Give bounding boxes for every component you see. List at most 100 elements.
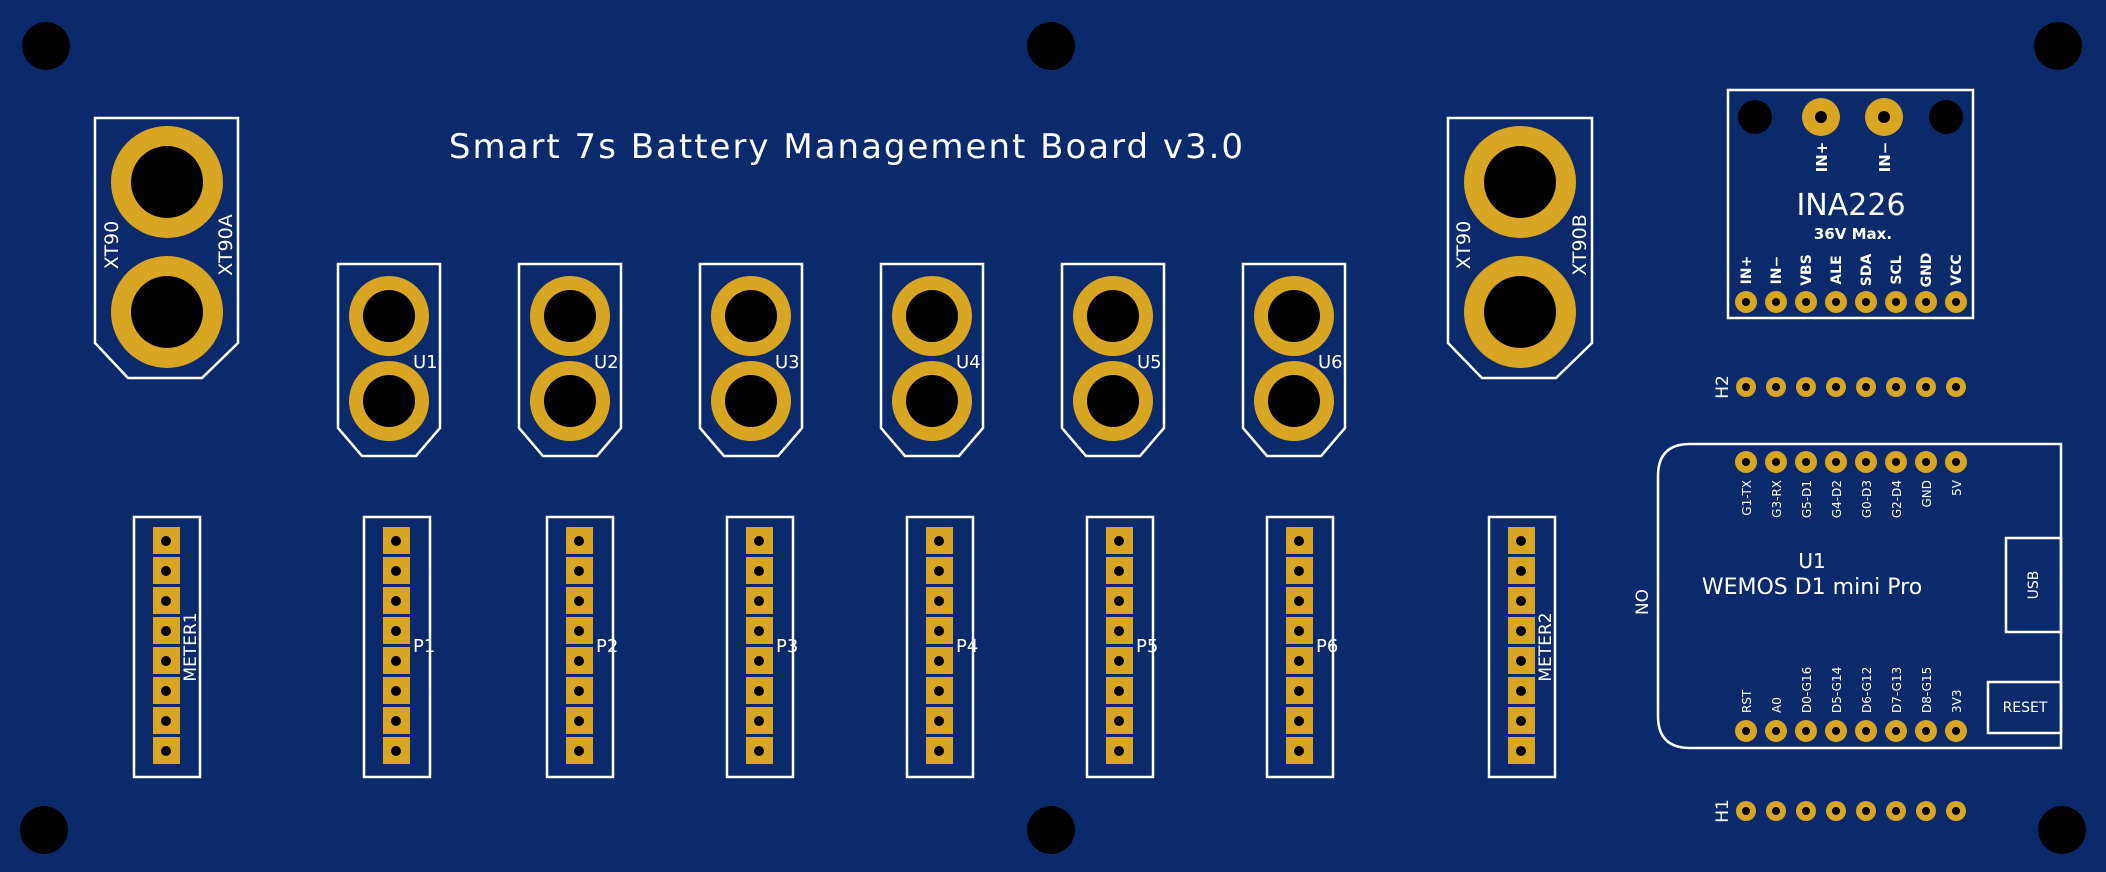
pin-header: P5 [1085,515,1158,779]
wemos-top-pin-label: G5-D1 [1800,480,1814,518]
header-pin-hole [574,596,584,606]
header-pin-hole [1516,596,1526,606]
header-pin-separator [1106,554,1133,557]
xt90a-ref: XT90A [215,214,237,275]
header-pin-hole [391,686,401,696]
cell-connector: U4 [879,262,985,458]
wemos-bottom-pin-label: A0 [1770,697,1784,713]
header-pin-separator [153,704,180,707]
header-pin-hole [1294,686,1304,696]
cell-hole [1268,375,1320,427]
pin-hole [1802,807,1810,815]
header-pin-hole [574,536,584,546]
header-pin-hole [1114,656,1124,666]
header-pin-separator [566,584,593,587]
pin-hole [1802,383,1810,391]
header-pin-separator [926,734,953,737]
pin-hole [1832,727,1840,735]
header-pin-hole [1294,596,1304,606]
header-pin-separator [1106,614,1133,617]
wemos-top-pin-label: G4-D2 [1830,480,1844,518]
header-pin-separator [746,614,773,617]
header-pin-hole [1114,686,1124,696]
header-pin-separator [1106,704,1133,707]
header-pin-hole [1114,626,1124,636]
wemos-bottom-pin-label: D5-G14 [1830,667,1844,713]
header-outline [1265,515,1335,779]
pin-hole [1772,807,1780,815]
header-pin-separator [746,584,773,587]
wemos-name: WEMOS D1 mini Pro [1702,575,1922,600]
cell-ref: U2 [594,352,619,373]
header-pin-hole [161,686,171,696]
header-pin-hole [161,536,171,546]
xt90a-hole-top [131,146,203,218]
wemos-bottom-pin-label: D8-G15 [1920,667,1934,713]
pin-hole [1892,298,1900,306]
header-outline [1487,515,1557,779]
wemos-usb-label: USB [2026,571,2042,600]
cell-outline [336,262,442,458]
header-pin-separator [1508,734,1535,737]
pin-header: P6 [1265,515,1338,779]
wemos-outline [1656,442,2063,750]
pin-hole [1742,727,1750,735]
wemos-bottom-pin-label: D0-G16 [1800,667,1814,713]
ina226-pin-label: SDA [1859,254,1875,287]
ina226-pin-label: GND [1919,253,1935,288]
header-pin-separator [1508,674,1535,677]
header-pin-separator [926,704,953,707]
header-pin-separator [1508,644,1535,647]
header-pin-hole [754,536,764,546]
ina226-rating: 36V Max. [1814,225,1892,243]
xt90a-outline [93,116,240,380]
pin-hole [1952,298,1960,306]
wemos-top-pin-label: G0-D3 [1860,480,1874,518]
ina226-name: INA226 [1796,188,1905,223]
header-pin-hole [1516,746,1526,756]
board-title: Smart 7s Battery Management Board v3.0 [449,127,1245,167]
ina226-in-plus-hole [1815,111,1827,123]
ina226-pin-label: ALE [1829,255,1845,284]
header-pin-separator [1106,584,1133,587]
pin-hole [1742,807,1750,815]
pin-hole [1832,383,1840,391]
header-pin-hole [574,686,584,696]
header-pin-hole [934,596,944,606]
wemos-side-label: NO [1633,589,1653,615]
header-pin-hole [1114,596,1124,606]
pin-hole [1892,727,1900,735]
ina226-pin-label: VBS [1799,254,1815,286]
pin-hole [1742,383,1750,391]
header-pin-hole [1516,686,1526,696]
cell-hole [363,290,415,342]
cell-outline [517,262,623,458]
header-pin-separator [566,674,593,677]
cell-hole [725,290,777,342]
header-pin-separator [1508,704,1535,707]
pin-hole [1832,807,1840,815]
header-pin-separator [383,644,410,647]
xt90b-name: XT90 [1453,221,1475,269]
ina226-mount-hole-right [1929,100,1963,134]
cell-hole [1087,290,1139,342]
header-pin-hole [391,566,401,576]
wemos-reset-label: RESET [2003,700,2048,716]
xt90-connector-a: XT90 XT90A [93,116,240,380]
header-pin-hole [574,716,584,726]
pin-hole [1922,458,1930,466]
pin-hole [1802,298,1810,306]
header-pin-separator [1286,644,1313,647]
xt90-connector-b: XT90 XT90B [1446,116,1594,380]
wemos-ref: U1 [1798,549,1825,573]
header-pin-hole [574,656,584,666]
header-pin-separator [746,734,773,737]
pin-hole [1922,298,1930,306]
header-pin-separator [926,764,953,767]
wemos-bottom-pin-label: D7-G13 [1890,667,1904,713]
header-pin-separator [1286,584,1313,587]
header-pin-hole [1294,716,1304,726]
pin-hole [1892,458,1900,466]
header-pin-hole [1294,746,1304,756]
